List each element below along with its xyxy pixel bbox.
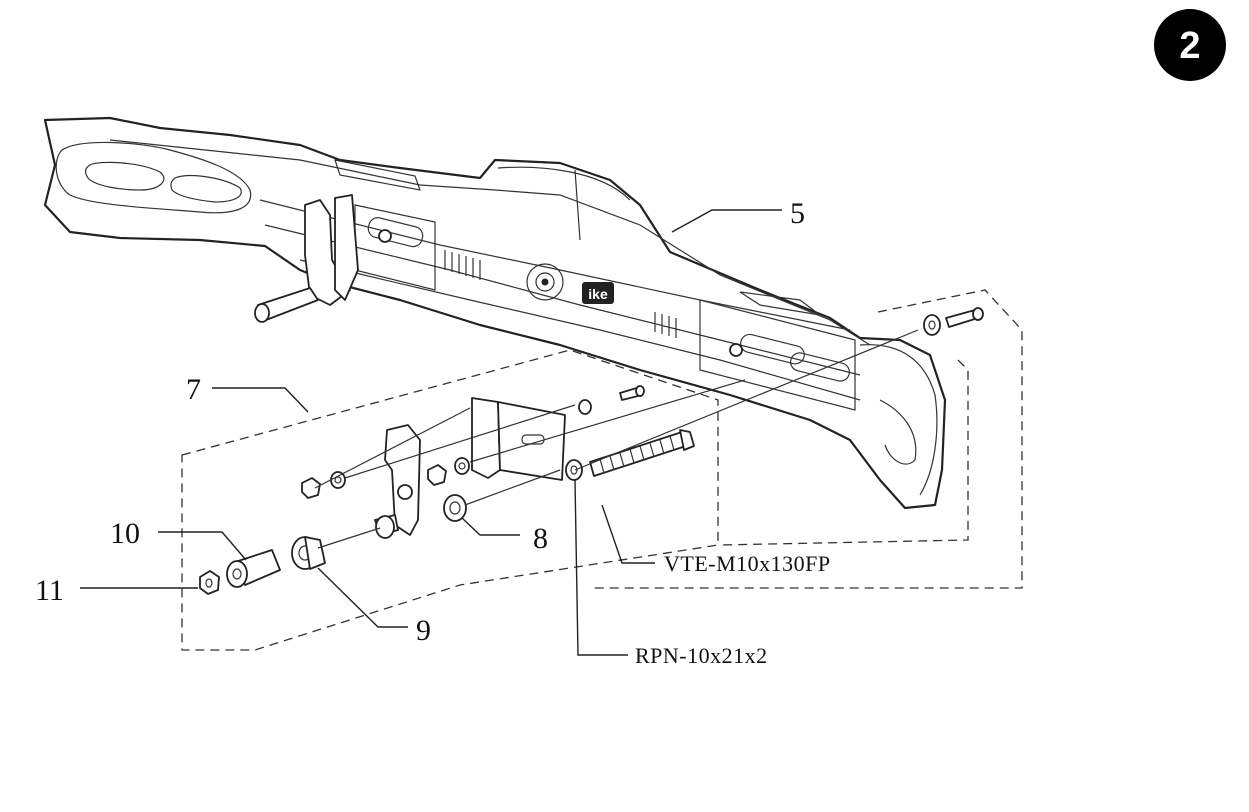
callout-5: 5 bbox=[790, 197, 805, 230]
callout-washer-code: RPN-10x21x2 bbox=[635, 643, 768, 668]
group-box-7 bbox=[181, 349, 719, 651]
main-beam: ike bbox=[43, 116, 947, 510]
group-box-right-inner bbox=[719, 359, 969, 546]
callout-8: 8 bbox=[533, 522, 548, 555]
callout-9: 9 bbox=[416, 614, 431, 647]
callout-labels: 5 7 8 9 10 11 VTE-M10x130FP RPN-10x21x2 bbox=[35, 197, 831, 668]
callout-7: 7 bbox=[186, 373, 201, 406]
callout-11: 11 bbox=[35, 574, 64, 607]
brand-logo-text: ike bbox=[588, 286, 608, 302]
leader-lines bbox=[80, 209, 782, 656]
callout-10: 10 bbox=[110, 517, 140, 550]
step-badge: 2 bbox=[1154, 9, 1226, 81]
brand-logo bbox=[582, 282, 614, 304]
callout-bolt-code: VTE-M10x130FP bbox=[664, 551, 831, 576]
exploded-parts bbox=[199, 307, 984, 595]
step-number: 2 bbox=[1179, 25, 1200, 67]
